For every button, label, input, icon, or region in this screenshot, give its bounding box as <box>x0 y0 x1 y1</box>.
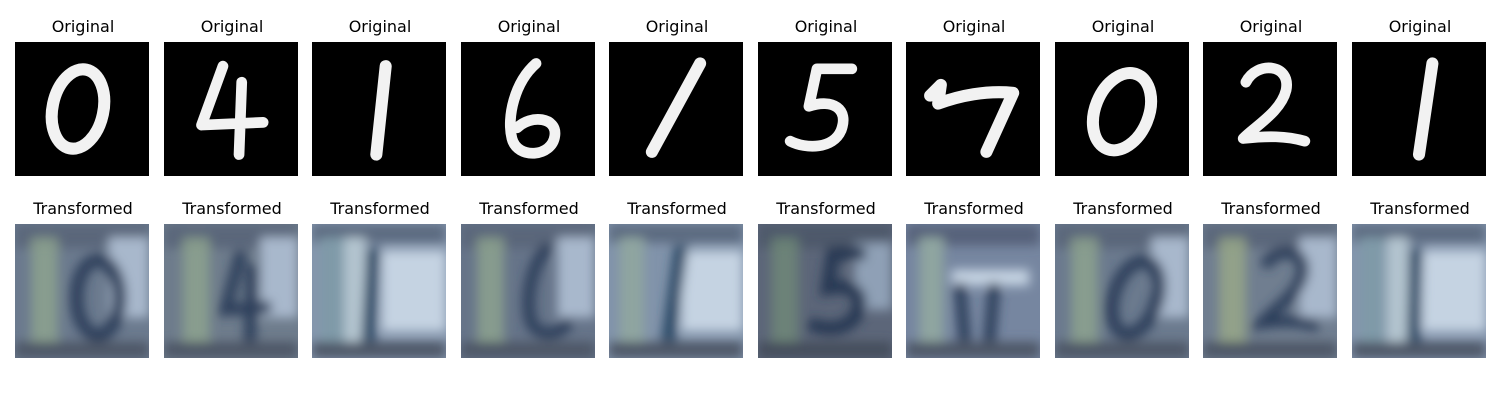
transformed-panel: Transformed <box>15 198 151 358</box>
original-digit-image <box>609 42 743 176</box>
original-panel: Original <box>906 16 1042 176</box>
panel-title: Transformed <box>33 199 133 218</box>
panel-title: Transformed <box>182 199 282 218</box>
original-panel: Original <box>1352 16 1488 176</box>
original-digit-image <box>461 42 595 176</box>
panel-title: Transformed <box>479 199 579 218</box>
panel-title: Transformed <box>1073 199 1173 218</box>
transformed-image <box>758 224 892 358</box>
transformed-panel: Transformed <box>1055 198 1191 358</box>
original-panel: Original <box>461 16 597 176</box>
panel-title: Transformed <box>330 199 430 218</box>
panel-title: Original <box>794 17 858 36</box>
panel-title: Original <box>645 17 709 36</box>
panel-title: Original <box>497 17 561 36</box>
transformed-panel: Transformed <box>1352 198 1488 358</box>
panel-title: Original <box>51 17 115 36</box>
transformed-panel: Transformed <box>164 198 300 358</box>
original-digit-image <box>15 42 149 176</box>
original-panel: Original <box>312 16 448 176</box>
original-row: Original Original Original Original <box>0 16 1500 176</box>
transformed-image <box>1055 224 1189 358</box>
original-panel: Original <box>164 16 300 176</box>
transformed-panel: Transformed <box>609 198 745 358</box>
panel-title: Transformed <box>1370 199 1470 218</box>
transformed-row: Transformed Transformed <box>0 198 1500 358</box>
original-digit-image <box>312 42 446 176</box>
panel-title: Original <box>1388 17 1452 36</box>
transformed-image <box>164 224 298 358</box>
panel-title: Transformed <box>1221 199 1321 218</box>
original-digit-image <box>1352 42 1486 176</box>
original-digit-image <box>758 42 892 176</box>
transformed-panel: Transformed <box>461 198 597 358</box>
original-digit-image <box>1055 42 1189 176</box>
original-digit-image <box>164 42 298 176</box>
panel-title: Original <box>348 17 412 36</box>
panel-title: Original <box>1091 17 1155 36</box>
transformed-image <box>906 224 1040 358</box>
original-panel: Original <box>15 16 151 176</box>
original-panel: Original <box>1203 16 1339 176</box>
panel-title: Original <box>1239 17 1303 36</box>
original-digit-image <box>906 42 1040 176</box>
transformed-image <box>461 224 595 358</box>
transformed-panel: Transformed <box>1203 198 1339 358</box>
original-panel: Original <box>609 16 745 176</box>
transformed-image <box>609 224 743 358</box>
panel-title: Original <box>942 17 1006 36</box>
transformed-image <box>15 224 149 358</box>
panel-title: Transformed <box>776 199 876 218</box>
transformed-panel: Transformed <box>758 198 894 358</box>
panel-title: Transformed <box>924 199 1024 218</box>
transformed-panel: Transformed <box>906 198 1042 358</box>
transformed-image <box>312 224 446 358</box>
transformed-panel: Transformed <box>312 198 448 358</box>
transformed-image <box>1203 224 1337 358</box>
transformed-image <box>1352 224 1486 358</box>
panel-title: Transformed <box>627 199 727 218</box>
original-panel: Original <box>1055 16 1191 176</box>
original-digit-image <box>1203 42 1337 176</box>
panel-title: Original <box>200 17 264 36</box>
original-panel: Original <box>758 16 894 176</box>
